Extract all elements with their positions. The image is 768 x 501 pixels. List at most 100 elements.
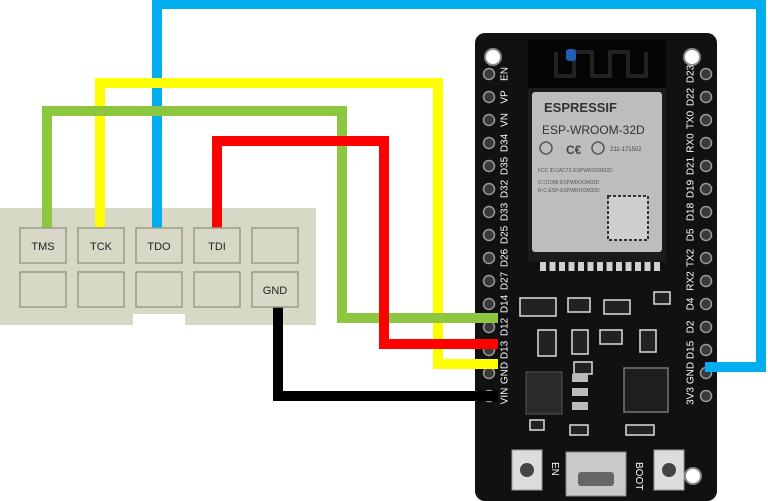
regulator-tab (572, 388, 588, 396)
pin-label: VIN (500, 388, 511, 405)
castellation-pad (606, 262, 613, 271)
header-pin (699, 343, 713, 357)
smd-part (625, 424, 655, 436)
castellation-pad (578, 262, 584, 271)
pin-label: D21 (686, 156, 697, 175)
module-text-1: IC:21098-ESPWROOM32D (538, 180, 600, 186)
header-pin (699, 90, 713, 104)
pin-label: EN (500, 67, 511, 81)
connector-notch (133, 314, 185, 326)
pin-label: D34 (500, 133, 511, 152)
wire-tdi-red (212, 136, 498, 349)
smd-part (653, 291, 671, 305)
castellation-pad (568, 262, 575, 271)
connector-pin (193, 227, 241, 264)
wire-tck-yellow (95, 78, 498, 369)
boot-button-label: BOOT (633, 462, 644, 490)
mounting-hole (484, 48, 502, 66)
micro-usb-opening (578, 472, 614, 486)
connector-pin-label: TCK (90, 241, 113, 253)
castellation-pad (587, 262, 594, 271)
pin-label: VP (500, 90, 511, 104)
header-pin (482, 274, 496, 288)
antenna-area (528, 40, 666, 88)
en-button-cap (520, 463, 534, 477)
header-pin (482, 366, 496, 380)
smd-part (639, 329, 657, 353)
castellation-pad (625, 262, 632, 271)
connector-pin (77, 271, 125, 308)
header-pin (482, 205, 496, 219)
smd-part (573, 361, 593, 375)
connector-pin (19, 271, 67, 308)
smd-part (603, 299, 631, 315)
castellation-pad (635, 262, 641, 271)
header-pin (699, 389, 713, 403)
header-pin (699, 297, 713, 311)
module-fcc: FCC ID:2AC7Z-ESPWROOM32D (538, 168, 613, 174)
header-pin (482, 228, 496, 242)
pin-label: D15 (686, 340, 697, 359)
left-pin-header (482, 67, 496, 403)
pin-label: D32 (500, 179, 511, 198)
header-pin (699, 274, 713, 288)
header-pin (699, 136, 713, 150)
pin-label: D25 (500, 225, 511, 244)
voltage-regulator (525, 371, 563, 415)
header-pin (699, 251, 713, 265)
smd-part (567, 297, 591, 313)
connector-pin (77, 227, 125, 264)
left-pin-labels: ENVPVND34D35D32D33D25D26D27D14D12D13GNDV… (500, 67, 511, 404)
connector-pin-label: GND (263, 285, 288, 297)
module-text-2: R-C-ESP-ESPWROOM32D (538, 188, 600, 194)
connector-pin (19, 227, 67, 264)
connector-pin (251, 227, 299, 264)
castellation-pad (644, 262, 651, 271)
wires (42, 0, 766, 401)
connector-pin (251, 271, 299, 308)
ce-mark: C€ (566, 143, 582, 157)
header-pin (482, 67, 496, 81)
pin-label: TX2 (686, 248, 697, 267)
pin-label: D14 (500, 294, 511, 313)
connector-pin-label: TMS (31, 241, 54, 253)
module-id: 211-171502 (610, 147, 642, 153)
header-pin (482, 297, 496, 311)
usb-uart-chip (623, 367, 669, 413)
pin-label: TX0 (686, 110, 697, 129)
connector-pin (135, 227, 183, 264)
en-button (511, 449, 543, 491)
smd-part (537, 329, 557, 357)
header-pin (699, 67, 713, 81)
connector-pin-label: TDI (208, 241, 226, 253)
module-castellations (540, 262, 660, 271)
header-pin (482, 251, 496, 265)
pin-label: RX2 (686, 271, 697, 291)
pin-label: D19 (686, 179, 697, 198)
smd-part (519, 297, 557, 317)
header-pin (482, 113, 496, 127)
mounting-hole (683, 48, 701, 66)
header-pin (699, 159, 713, 173)
pin-label: D2 (686, 320, 697, 333)
pin-label: D35 (500, 156, 511, 175)
regulator-tab (572, 374, 588, 382)
en-button-label: EN (549, 462, 560, 476)
boot-button (653, 449, 685, 491)
pin-label: D27 (500, 271, 511, 290)
castellation-pad (597, 262, 603, 271)
header-pin (699, 320, 713, 334)
wifi-logo (539, 141, 553, 155)
wire-gnd-black (273, 305, 498, 401)
smd-part (599, 329, 623, 345)
header-pin (699, 182, 713, 196)
connector-pin (135, 271, 183, 308)
castellation-pad (540, 262, 546, 271)
smd-part (529, 419, 545, 431)
antenna-trace (554, 50, 648, 78)
cert-logo (591, 141, 605, 155)
castellation-pad (559, 262, 565, 271)
castellation-pad (616, 262, 622, 271)
header-pin (699, 113, 713, 127)
